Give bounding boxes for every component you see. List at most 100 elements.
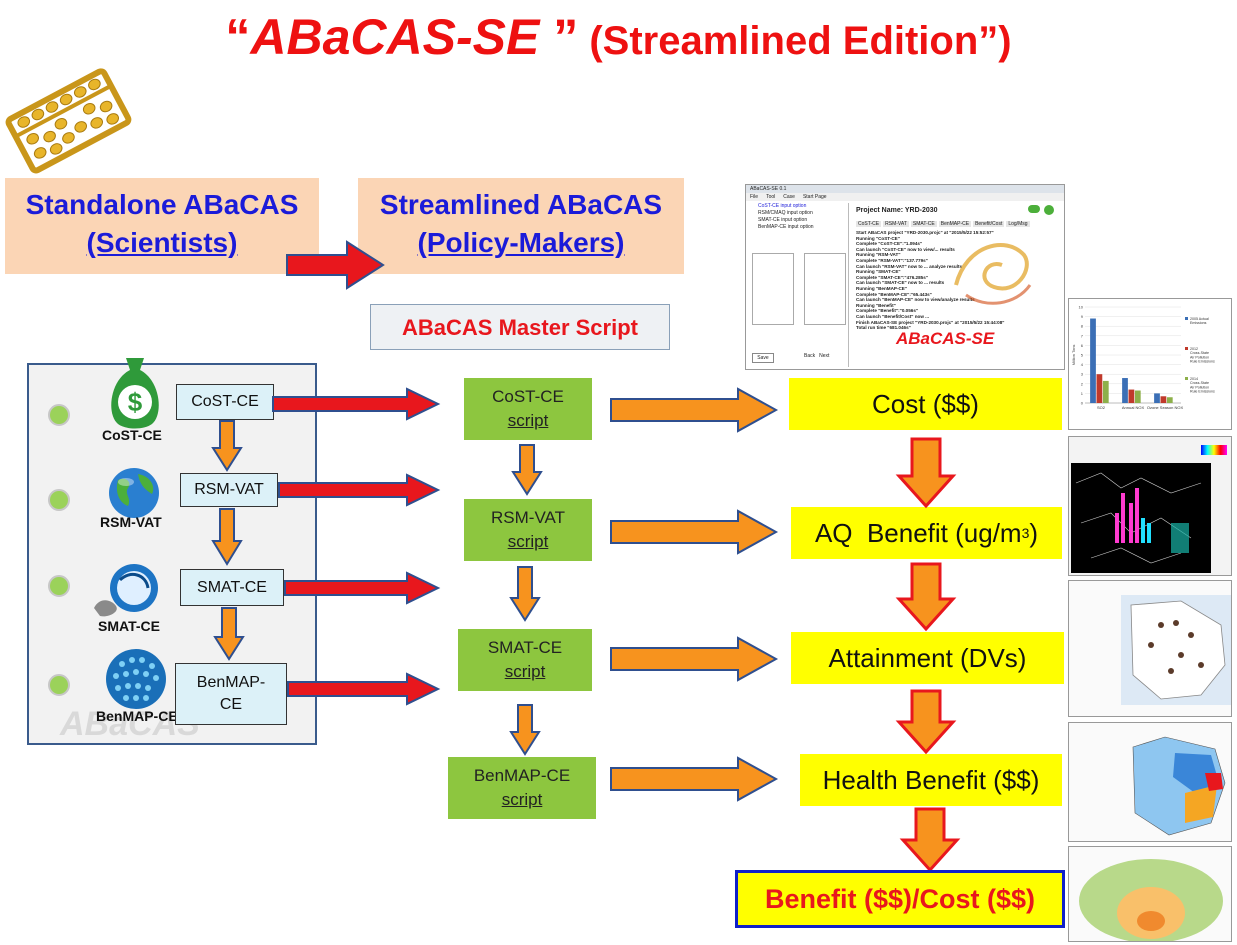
aq-benefit-close: ) <box>1029 517 1039 548</box>
benmap-globe-icon <box>106 649 166 709</box>
bar <box>1102 380 1109 403</box>
log-line: Running "Benefit" <box>856 302 896 308</box>
tab-benmap-ce[interactable]: BenMAP-CE <box>938 221 972 227</box>
money-bag-icon: $ <box>111 358 159 429</box>
health-output-box: Health Benefit ($$) <box>800 754 1062 806</box>
log-line: Can launch "RSM-VAT" now to ... analyze … <box>856 263 963 269</box>
app-menu-bar: File Tool Case Start Page <box>746 193 1064 201</box>
y-axis-label: Million Tons <box>1071 345 1076 366</box>
log-line: Complete "BenMAP-CE":"65.443s" <box>856 291 932 297</box>
output-arrow-down-2 <box>895 562 957 632</box>
y-tick-label: 3 <box>1081 372 1084 377</box>
smat-ce-logo-label: SMAT-CE <box>98 618 160 634</box>
next-button[interactable]: Next <box>819 353 830 359</box>
log-line: Start ABaCAS project "YRD-2030.projc" at… <box>856 230 994 235</box>
script-arrow-down-3 <box>509 704 541 756</box>
back-button[interactable]: Back <box>804 353 816 359</box>
benmap-ce-script-box: BenMAP-CE script <box>448 757 596 819</box>
streamlined-audience: (Policy-Makers) <box>417 227 625 258</box>
y-tick-label: 6 <box>1081 343 1084 348</box>
benmap-ce-script-link: script <box>501 790 543 809</box>
tab-smat-ce[interactable]: SMAT-CE <box>910 221 937 227</box>
tree-item-smat[interactable]: SMAT-CE input option <box>758 217 808 223</box>
standalone-to-streamlined-arrow <box>286 240 385 290</box>
module-arrow-down-1 <box>211 420 243 472</box>
health-output-arrow <box>610 756 779 802</box>
y-tick-label: 10 <box>1079 305 1084 310</box>
project-name: Project Name: YRD-2030 <box>856 207 938 214</box>
tab-benefit-cost[interactable]: Benefit/Cost <box>973 221 1005 227</box>
y-tick-label: 4 <box>1081 362 1084 367</box>
wizard-nav: Back Next <box>804 353 829 359</box>
menu-start-page[interactable]: Start Page <box>802 194 827 200</box>
script-arrow-down-2 <box>509 566 541 622</box>
benmap-to-script-arrow <box>287 672 441 706</box>
tab-cost-ce[interactable]: CoST-CE <box>856 221 882 227</box>
app-window-title: ABaCAS-SE 0.1 <box>746 185 1064 193</box>
tab-rsm-vat[interactable]: RSM-VAT <box>883 221 909 227</box>
cost-ce-logo-label: CoST-CE <box>102 427 162 443</box>
bar <box>1128 389 1135 403</box>
y-tick-label: 5 <box>1081 353 1084 358</box>
app-tabs: CoST-CE RSM-VAT SMAT-CE BenMAP-CE Benefi… <box>856 221 1030 227</box>
app-left-pane: CoST-CE input option RSM/CMAQ input opti… <box>748 203 849 367</box>
x-tick-label: SO2 <box>1097 405 1106 410</box>
cost-ce-script-box: CoST-CE script <box>464 378 592 440</box>
module-dot-benmap <box>48 674 70 696</box>
log-line: Running "RSM-VAT" <box>856 252 901 258</box>
tab-log-msg[interactable]: Log/Msg <box>1006 221 1030 227</box>
selected-province-list[interactable] <box>804 253 846 325</box>
aq-3d-map <box>1071 463 1211 573</box>
attainment-map <box>1121 595 1231 705</box>
y-tick-label: 2 <box>1081 381 1084 386</box>
log-line: Finish ABaCAS-SE project "YRD-2030.projc… <box>856 319 1005 325</box>
smat-ce-module-box: SMAT-CE <box>180 569 284 606</box>
log-line: Can launch "CoST-CE" now to view/... res… <box>856 246 955 252</box>
log-line: Can launch "BenMAP-CE" now to view/analy… <box>856 297 975 303</box>
province-list[interactable] <box>752 253 794 325</box>
aq-benefit-superscript: 3 <box>1021 525 1030 541</box>
bar <box>1134 390 1141 403</box>
bar <box>1154 393 1160 403</box>
bar <box>1090 318 1096 403</box>
rsm-vat-script-link: script <box>507 532 549 551</box>
log-line: Running "BenMAP-CE" <box>856 285 908 291</box>
svg-text:$: $ <box>128 387 143 417</box>
log-line: Running "SMAT-CE" <box>856 269 901 275</box>
y-tick-label: 9 <box>1081 314 1084 319</box>
bar <box>1122 378 1128 403</box>
save-button[interactable]: Save <box>752 353 774 363</box>
benmap-ce-logo-label: BenMAP-CE <box>96 708 178 724</box>
streamlined-box: Streamlined ABaCAS (Policy-Makers) <box>358 178 684 274</box>
rsm-vat-logo-label: RSM-VAT <box>100 514 162 530</box>
tree-item-cost[interactable]: CoST-CE input option <box>758 203 807 209</box>
title-subtitle: (Streamlined Edition”) <box>578 19 1012 63</box>
cost-output-arrow <box>610 387 779 433</box>
tree-item-benmap[interactable]: BenMAP-CE input option <box>758 224 814 230</box>
menu-tool[interactable]: Tool <box>766 194 776 200</box>
bar <box>1166 397 1173 403</box>
y-tick-label: 8 <box>1081 324 1084 329</box>
module-dot-smat <box>48 575 70 597</box>
info-icon[interactable] <box>1044 205 1054 215</box>
run-icon[interactable] <box>1028 205 1040 213</box>
attainment-output-arrow <box>610 636 779 682</box>
color-scale-bar <box>1201 445 1227 455</box>
attainment-output-box: Attainment (DVs) <box>791 632 1064 684</box>
standalone-box: Standalone ABaCAS (Scientists) <box>5 178 319 274</box>
aq-benefit-text: AQ Benefit (ug/m <box>814 517 1022 548</box>
title-name: ABaCAS-SE <box>250 9 540 65</box>
smat-ce-script-box: SMAT-CE script <box>458 629 592 691</box>
menu-file[interactable]: File <box>750 194 759 200</box>
cost-ce-script-name: CoST-CE <box>492 387 564 406</box>
abacas-se-watermark: ABaCAS-SE <box>896 329 995 348</box>
log-line: Total run time "681.046s" <box>856 325 911 331</box>
tree-item-rsm[interactable]: RSM/CMAQ input option <box>758 210 813 216</box>
abacas-se-app-window: ABaCAS-SE 0.1 File Tool Case Start Page … <box>745 184 1065 370</box>
menu-case[interactable]: Case <box>783 194 795 200</box>
benefit-cost-output-box: Benefit ($$)/Cost ($$) <box>735 870 1065 928</box>
